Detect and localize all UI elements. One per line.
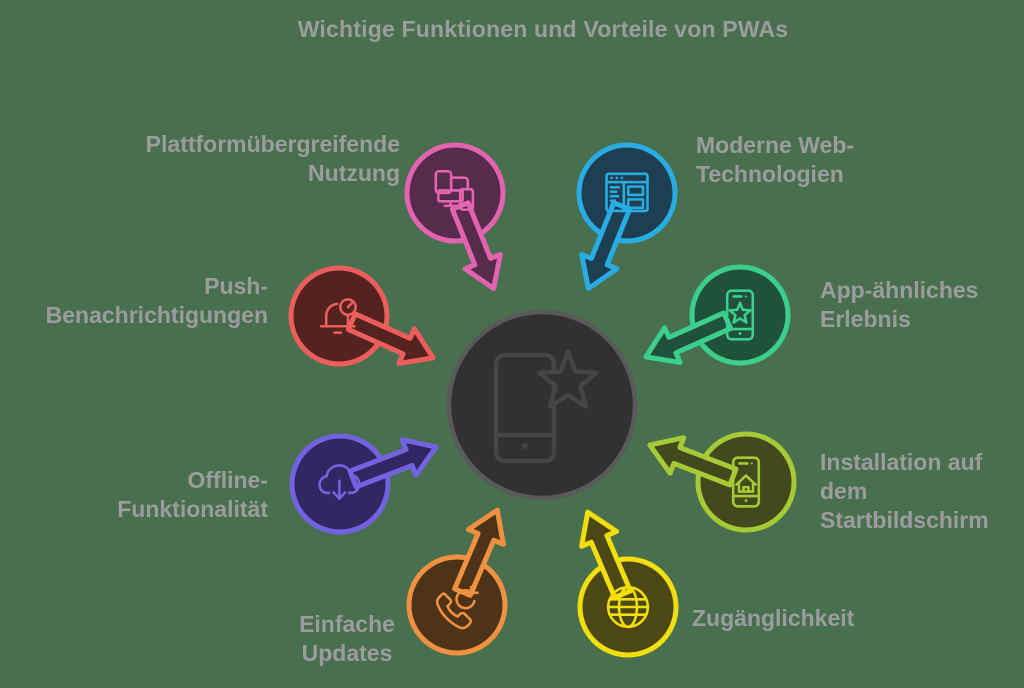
browser-icon: [605, 172, 649, 213]
satellite-circle: [406, 554, 508, 656]
arrow-to-center: [347, 437, 439, 490]
label-einfache-updates: Einfache Updates: [299, 611, 395, 666]
label-moderne-web-technologien: Moderne Web- Technologien: [696, 132, 855, 187]
satellite-push-benachrichtigungen: [288, 265, 436, 367]
arrow-to-center: [449, 200, 503, 291]
satellite-app-aehnliches-erlebnis: [643, 264, 791, 366]
diagram-title: Wichtige Funktionen und Vorteile von PWA…: [297, 16, 789, 42]
satellite-circle: [576, 142, 678, 244]
satellite-circle: [404, 142, 506, 244]
center-circle: [446, 309, 638, 501]
label-offline-funktionalitaet: Offline- Funktionalität: [117, 467, 268, 522]
satellite-zugaenglichkeit: [577, 509, 679, 658]
satellite-offline-funktionalitaet: [289, 433, 439, 535]
label-installation-auf-dem-startbildschirm: Installation auf dem Startbildschirm: [820, 449, 989, 533]
arrow-to-center: [452, 507, 506, 598]
label-push-benachrichtigungen: Push- Benachrichtigungen: [45, 273, 268, 328]
globe-icon: [606, 585, 650, 629]
satellite-moderne-web-technologien: [576, 142, 678, 291]
label-zugaenglichkeit: Zugänglichkeit: [692, 605, 855, 631]
arrow-to-center: [643, 310, 734, 365]
label-app-aehnliches-erlebnis: App-ähnliches Erlebnis: [820, 277, 979, 332]
satellite-einfache-updates: [406, 507, 508, 656]
bell-clock-icon: [319, 298, 357, 334]
phone-refresh-icon: [435, 585, 479, 630]
smartphone-star-icon: [725, 289, 755, 341]
arrow-to-center: [579, 509, 633, 600]
satellite-circle: [695, 431, 797, 533]
satellite-circle: [689, 264, 791, 366]
arrow-to-center: [345, 311, 436, 366]
arrow-to-center: [647, 435, 739, 488]
smartphone-home-icon: [731, 456, 761, 508]
satellite-plattformuebergreifende-nutzung: [404, 142, 506, 291]
devices-icon: [434, 169, 475, 211]
satellite-circle: [288, 265, 390, 367]
cloud-download-icon: [318, 464, 361, 501]
satellite-installation-auf-dem-startbildschirm: [647, 431, 797, 533]
smartphone-star-icon: [493, 349, 599, 464]
center-node: [446, 309, 638, 501]
label-plattformuebergreifende-nutzung: Plattformübergreifende Nutzung: [145, 131, 400, 186]
